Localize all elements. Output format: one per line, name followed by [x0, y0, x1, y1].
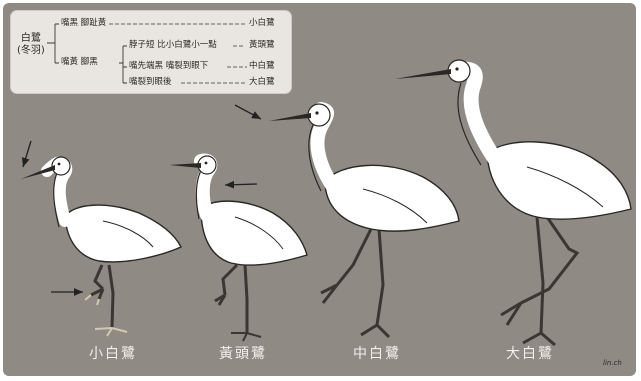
identification-key: 白鷺 (冬羽) 嘴黑 腳趾黃 小白鷺 嘴黃 腳黑 脖子短 比小白鷺小一點 黃頭鷺…: [11, 11, 291, 93]
key-root-label: 白鷺 (冬羽): [17, 33, 45, 57]
great-egret-figure: [395, 59, 632, 347]
caption-great-egret: 大白鷺: [506, 346, 554, 362]
key-root-plumage: (冬羽): [17, 45, 45, 56]
caption-little-egret: 小白鷺: [89, 346, 137, 362]
pointer-arrows: [21, 104, 262, 296]
caption-cattle-egret: 黃頭鷺: [219, 346, 267, 362]
key-group-black-bill: 嘴黑 腳趾黃: [61, 18, 107, 28]
key-clue-short-neck: 脖子短 比小白鷺小一點: [129, 40, 217, 50]
intermediate-egret-figure: [269, 102, 460, 339]
illustration-panel: 白鷺 (冬羽) 嘴黑 腳趾黃 小白鷺 嘴黃 腳黑 脖子短 比小白鷺小一點 黃頭鷺…: [3, 3, 636, 376]
key-group-yellow-bill: 嘴黃 腳黑: [61, 57, 98, 67]
arrow-little-egret-bill: [21, 140, 32, 168]
artist-signature: lin.ch: [603, 359, 622, 367]
arrow-cattle-egret-neck: [224, 180, 258, 189]
key-clue-gape-behind-eye: 嘴裂到眼後: [129, 77, 172, 87]
key-root-name: 白鷺: [20, 33, 41, 44]
key-clue-gape-below-eye: 嘴先端黑 嘴裂到眼下: [129, 61, 209, 71]
key-result-great-egret: 大白鷺: [249, 77, 275, 87]
cattle-egret-figure: [169, 153, 308, 342]
key-result-intermediate-egret: 中白鷺: [249, 61, 275, 71]
key-result-little-egret: 小白鷺: [249, 18, 275, 28]
arrow-intermediate-egret-bill: [234, 104, 262, 120]
key-bracket-lines: [47, 23, 247, 84]
little-egret-figure: [21, 156, 182, 337]
caption-intermediate-egret: 中白鷺: [353, 346, 401, 362]
egret-illustration: [21, 59, 632, 347]
key-result-cattle-egret: 黃頭鷺: [249, 40, 275, 50]
